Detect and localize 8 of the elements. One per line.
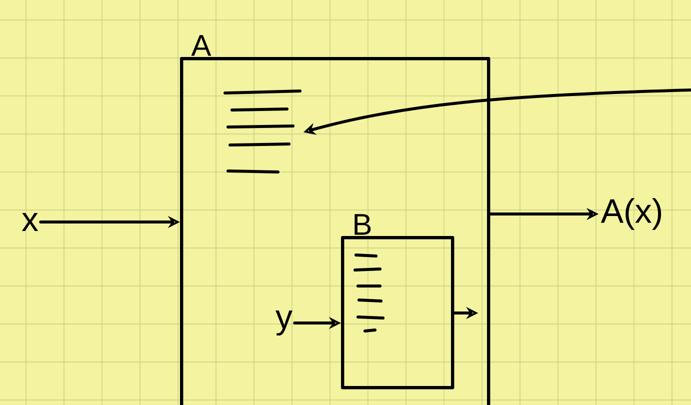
node-label: A — [191, 35, 212, 56]
text-lines-drawing — [224, 90, 302, 174]
text-lines-drawing — [354, 254, 384, 332]
node-label: B — [354, 214, 371, 235]
variable-label: A(x) — [600, 198, 662, 230]
variable-label: y — [276, 310, 292, 336]
block-box: B — [341, 214, 454, 390]
variable-label: x — [22, 213, 38, 231]
